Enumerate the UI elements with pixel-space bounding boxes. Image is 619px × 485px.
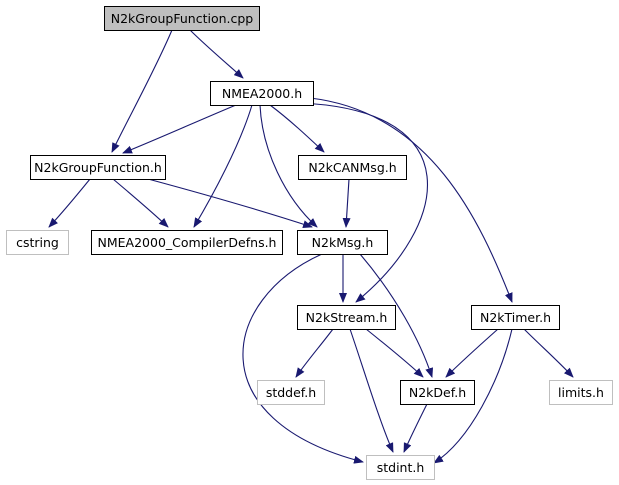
edge-nmea-to-canmsg [269, 104, 325, 153]
edge-msg-to-def [359, 253, 434, 378]
edge-def-to-stdint [403, 403, 428, 453]
node-label: N2kDef.h [409, 385, 466, 400]
node-label: stdint.h [377, 460, 425, 475]
edge-canmsg-to-msg [342, 178, 351, 228]
node-box [210, 81, 314, 106]
node-box [400, 380, 475, 405]
edge-stream-to-def [365, 328, 424, 378]
edge-nmea-to-gf [122, 104, 237, 154]
node-label: NMEA2000_CompilerDefns.h [98, 235, 277, 250]
node-stdint: stdint.h [366, 455, 435, 480]
node-box [6, 230, 69, 255]
edge-arrow [365, 328, 424, 378]
node-label: stddef.h [266, 385, 316, 400]
edge-gf-to-msg [147, 178, 313, 229]
node-box [297, 305, 396, 330]
node-gf[interactable]: N2kGroupFunction.h [30, 155, 166, 180]
node-box [30, 155, 166, 180]
node-box [91, 230, 283, 255]
edge-arrow [112, 178, 169, 228]
node-label: N2kGroupFunction.h [34, 160, 162, 175]
node-stddef: stddef.h [257, 380, 325, 405]
edge-gf-to-cstring [48, 178, 91, 228]
node-cstring: cstring [6, 230, 69, 255]
edge-root-to-nmea [189, 29, 244, 79]
node-limits: limits.h [549, 380, 613, 405]
edge-stream-to-stdint [349, 328, 394, 453]
node-def[interactable]: N2kDef.h [400, 380, 475, 405]
node-stream[interactable]: N2kStream.h [297, 305, 396, 330]
node-box [471, 305, 560, 330]
edge-arrow [359, 253, 434, 378]
node-nmea[interactable]: NMEA2000.h [210, 81, 314, 106]
edge-arrow [299, 102, 428, 303]
edge-arrow [445, 328, 499, 378]
edge-nmea-to-stream [299, 102, 428, 303]
node-label: N2kMsg.h [312, 235, 374, 250]
node-timer[interactable]: N2kTimer.h [471, 305, 560, 330]
edge-timer-to-def [445, 328, 499, 378]
edge-stream-to-stddef [295, 328, 334, 378]
edge-arrow [342, 178, 351, 228]
edge-arrow [147, 178, 313, 229]
edge-arrow [295, 328, 334, 378]
edge-arrow [269, 104, 325, 153]
node-box [298, 155, 407, 180]
node-box [297, 230, 388, 255]
node-label: N2kGroupFunction.cpp [111, 11, 254, 26]
edge-arrow [259, 104, 318, 228]
edge-nmea-to-msg [259, 104, 318, 228]
edge-timer-to-stdint [433, 328, 513, 464]
edge-arrow [403, 403, 428, 453]
edge-nmea-to-compiler [193, 104, 253, 228]
edge-arrow [523, 328, 574, 378]
node-box [549, 380, 613, 405]
edge-arrow [122, 104, 237, 154]
edge-arrow [433, 328, 513, 464]
node-root[interactable]: N2kGroupFunction.cpp [104, 6, 260, 31]
node-box [104, 6, 260, 31]
node-compiler[interactable]: NMEA2000_CompilerDefns.h [91, 230, 283, 255]
node-label: NMEA2000.h [222, 86, 302, 101]
edge-timer-to-limits [523, 328, 574, 378]
node-label: N2kTimer.h [480, 310, 551, 325]
node-label: N2kStream.h [306, 310, 388, 325]
node-label: limits.h [558, 385, 604, 400]
edge-root-to-gf [111, 29, 173, 153]
node-canmsg[interactable]: N2kCANMsg.h [298, 155, 407, 180]
edge-msg-to-stdint [242, 253, 364, 464]
edge-arrow [349, 328, 394, 453]
node-label: N2kCANMsg.h [308, 160, 396, 175]
edge-arrow [48, 178, 91, 228]
edge-nmea-to-timer [309, 97, 513, 303]
edge-arrow [111, 29, 173, 153]
node-label: cstring [16, 235, 59, 250]
node-box [257, 380, 325, 405]
edge-arrow [189, 29, 244, 79]
edge-arrow [309, 97, 513, 303]
edge-arrow [242, 253, 364, 464]
node-msg[interactable]: N2kMsg.h [297, 230, 388, 255]
edge-arrow [193, 104, 253, 228]
edge-gf-to-compiler [112, 178, 169, 228]
node-box [366, 455, 435, 480]
